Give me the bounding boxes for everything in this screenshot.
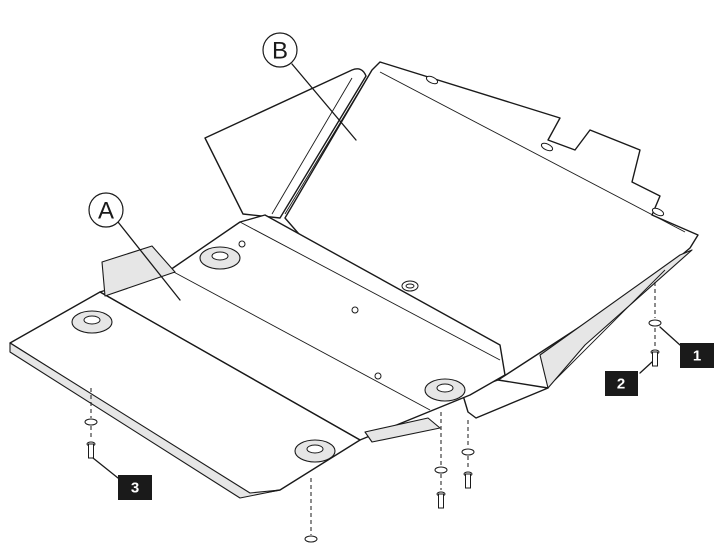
step-badge-2: 2 [605, 361, 653, 396]
bolt-icon [650, 349, 660, 367]
washer-icon [304, 535, 318, 543]
washer-icon [648, 319, 662, 327]
washer-icon [434, 466, 448, 474]
washer-icon [84, 418, 98, 426]
step-badge-1: 1 [659, 326, 714, 368]
step-badge-1-label: 1 [693, 348, 701, 365]
bolt-icon [463, 471, 473, 489]
bolt-icon [86, 441, 96, 459]
boss-2 [71, 310, 113, 334]
step-badge-2-label: 2 [617, 376, 625, 393]
panel-a [9, 214, 506, 499]
callout-a-label: A [98, 198, 114, 225]
bolt-icon [436, 491, 446, 509]
callout-b-label: B [272, 38, 288, 65]
step-badge-3-label: 3 [131, 480, 139, 497]
boss-4 [294, 439, 336, 463]
callout-b: B [262, 32, 357, 141]
callout-a: A [88, 192, 181, 301]
hardware [84, 282, 662, 543]
boss-3 [424, 378, 466, 402]
boss-1 [199, 246, 241, 270]
washer-icon [461, 448, 475, 456]
step-badge-3: 3 [92, 457, 152, 500]
